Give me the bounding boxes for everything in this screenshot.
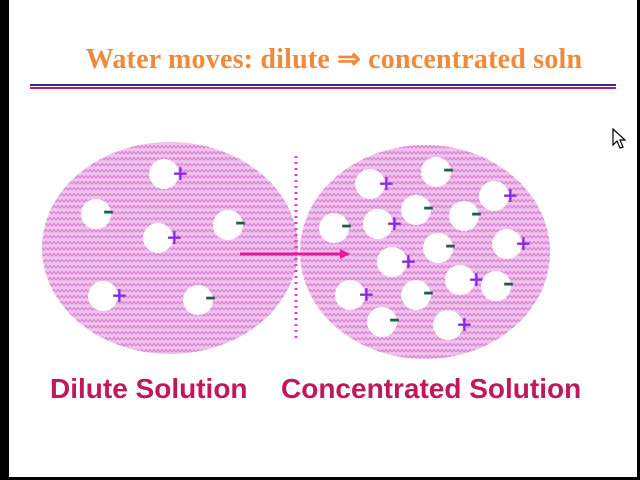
ion-bubble [335,280,365,310]
ion-bubble [433,310,463,340]
plus-sign: + [386,211,403,235]
plus-sign: + [468,267,485,291]
slide-title: Water moves: dilute ⇒ concentrated soln [85,44,583,75]
ion-bubble [481,271,511,301]
minus-sign: – [103,199,114,224]
ion-bubble [445,265,475,295]
minus-sign: – [235,210,246,235]
positive-ion: + [433,310,473,340]
minus-sign: – [471,201,482,226]
plus-sign: + [400,249,417,273]
negative-ion: – [81,199,114,229]
ion-bubble [355,169,385,199]
minus-sign: – [205,285,216,310]
minus-sign: – [341,213,352,238]
dilute-solution-label: Dilute Solution [50,373,248,404]
ion-bubble [367,307,397,337]
negative-ion: – [183,285,216,315]
negative-ion: – [367,307,400,337]
ion-bubble [183,285,213,315]
plus-sign: + [172,161,189,185]
negative-ion: – [319,213,352,243]
ion-bubble [377,247,407,277]
screen-border-bottom [0,477,640,480]
negative-ion: – [213,210,246,240]
ion-bubble [492,229,522,259]
ion-bubble [479,181,509,211]
positive-ion: + [88,281,128,311]
dilute-ions: + – + – + – [81,159,246,315]
minus-sign: – [423,195,434,220]
negative-ion: – [401,195,434,225]
positive-ion: + [149,159,189,189]
ion-bubble [363,209,393,239]
ion-bubble [423,233,453,263]
minus-sign: – [389,307,400,332]
mouse-pointer-icon [612,128,626,149]
ion-bubble [81,199,111,229]
ion-bubble [401,195,431,225]
concentrated-solution-label: Concentrated Solution [281,373,582,404]
ion-bubble [319,213,349,243]
ion-bubble [213,210,243,240]
positive-ion: + [377,247,417,277]
plus-sign: + [378,171,395,195]
plus-sign: + [515,231,532,255]
minus-sign: – [443,157,454,182]
ion-bubble [88,281,118,311]
ion-bubble [149,159,179,189]
positive-ion: + [479,181,519,211]
positive-ion: + [335,280,375,310]
ion-bubble [143,223,173,253]
ion-bubble [401,280,431,310]
minus-sign: – [423,280,434,305]
screen-border-right [637,0,640,480]
screen-border-left [0,0,9,480]
positive-ion: + [445,265,485,295]
negative-ion: – [481,271,514,301]
title-underline-red [30,87,616,89]
positive-ion: + [363,209,403,239]
negative-ion: – [421,157,454,187]
plus-sign: + [111,283,128,307]
minus-sign: – [503,271,514,296]
plus-sign: + [166,225,183,249]
positive-ion: + [355,169,395,199]
plus-sign: + [502,183,519,207]
ion-bubble [421,157,451,187]
title-underline-blue [30,84,616,86]
positive-ion: + [143,223,183,253]
concentrated-ions: +–+–––++–++–+––+ [319,157,532,340]
positive-ion: + [492,229,532,259]
negative-ion: – [401,280,434,310]
negative-ion: – [449,201,482,231]
plus-sign: + [456,312,473,336]
plus-sign: + [358,282,375,306]
minus-sign: – [445,233,456,258]
ion-bubble [449,201,479,231]
negative-ion: – [423,233,456,263]
